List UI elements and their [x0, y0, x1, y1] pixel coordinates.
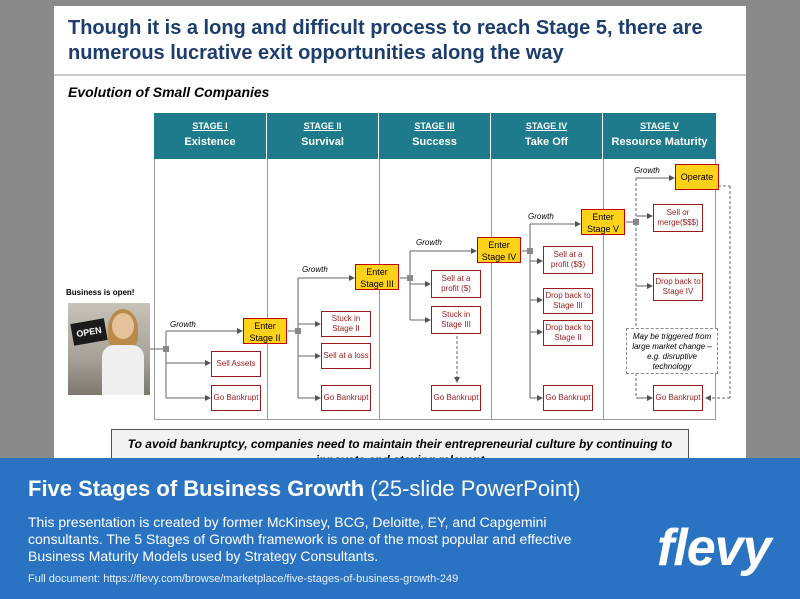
outcome-sell-at-loss: Sell at a loss [321, 343, 371, 369]
outcome-sell-profit-2: Sell at a profit ($$) [543, 246, 593, 274]
enter-stage-2-box: Enter Stage II [243, 318, 287, 344]
stage-name: Take Off [524, 136, 569, 148]
section-title: Evolution of Small Companies [68, 84, 270, 100]
operate-box: Operate [675, 164, 719, 190]
growth-label: Growth [634, 166, 660, 175]
stage-name: Existence [184, 136, 236, 148]
outcome-sell-or-merge: Sell or merge($$$) [653, 204, 703, 232]
stage-name: Success [412, 136, 457, 148]
enter-stage-3-box: Enter Stage III [355, 264, 399, 290]
business-open-label: Business is open! [66, 288, 135, 297]
disruption-note: May be triggered from large market chang… [626, 328, 718, 374]
open-sign: OPEN [70, 318, 108, 346]
stage-header-1: STAGE I Existence [154, 113, 267, 159]
stage-column-2 [267, 159, 379, 419]
outcome-stuck-stage-3: Stuck in Stage III [431, 306, 481, 334]
outcome-go-bankrupt: Go Bankrupt [543, 385, 593, 411]
growth-label: Growth [302, 265, 328, 274]
stage-header-2: STAGE II Survival [267, 113, 379, 159]
stage-number: STAGE III [414, 121, 455, 131]
stage-column-5 [603, 159, 716, 419]
outcome-go-bankrupt: Go Bankrupt [653, 385, 703, 411]
stage-number: STAGE IV [525, 121, 568, 131]
stage-number: STAGE II [303, 121, 342, 131]
banner-title-main: Five Stages of Business Growth [28, 476, 365, 501]
outcome-drop-back-stage-2: Drop back to Stage II [543, 320, 593, 346]
stage-header-3: STAGE III Success [379, 113, 491, 159]
stage-number: STAGE I [192, 121, 228, 131]
growth-label: Growth [416, 238, 442, 247]
full-document-link[interactable]: Full document: https://flevy.com/browse/… [28, 573, 459, 585]
enter-stage-4-box: Enter Stage IV [477, 237, 521, 263]
slide-title: Though it is a long and difficult proces… [68, 17, 703, 64]
stage-column-4 [491, 159, 603, 419]
growth-label: Growth [170, 320, 196, 329]
stage-name: Resource Maturity [611, 136, 708, 148]
outcome-drop-back-stage-3: Drop back to Stage III [543, 288, 593, 314]
stage-number: STAGE V [640, 121, 679, 131]
banner-title-sub: (25-slide PowerPoint) [364, 476, 581, 501]
outcome-go-bankrupt: Go Bankrupt [211, 385, 261, 411]
outcome-sell-profit-1: Sell at a profit ($) [431, 270, 481, 298]
growth-label: Growth [528, 212, 554, 221]
enter-stage-5-box: Enter Stage V [581, 209, 625, 235]
slide: Though it is a long and difficult proces… [54, 6, 746, 458]
grid-bottom-line [154, 419, 716, 420]
bankruptcy-callout: To avoid bankruptcy, companies need to m… [111, 429, 689, 458]
connector-lines [150, 175, 731, 401]
banner-title: Five Stages of Business Growth (25-slide… [28, 476, 581, 502]
flevy-logo: flevy [657, 519, 772, 577]
stage-header-4: STAGE IV Take Off [491, 113, 603, 159]
product-banner: Five Stages of Business Growth (25-slide… [0, 458, 800, 599]
outcome-go-bankrupt: Go Bankrupt [321, 385, 371, 411]
outcome-stuck-stage-2: Stuck in Stage II [321, 311, 371, 337]
title-divider [54, 74, 746, 76]
stage-name: Survival [301, 136, 344, 148]
banner-description: This presentation is created by former M… [28, 514, 572, 564]
outcome-drop-back-stage-4: Drop back to Stage IV [653, 273, 703, 301]
outcome-sell-assets: Sell Assets [211, 351, 261, 377]
stage-column-1 [154, 159, 267, 419]
outcome-go-bankrupt: Go Bankrupt [431, 385, 481, 411]
shop-owner-photo: OPEN [68, 303, 150, 395]
stage-header-5: STAGE V Resource Maturity [603, 113, 716, 159]
